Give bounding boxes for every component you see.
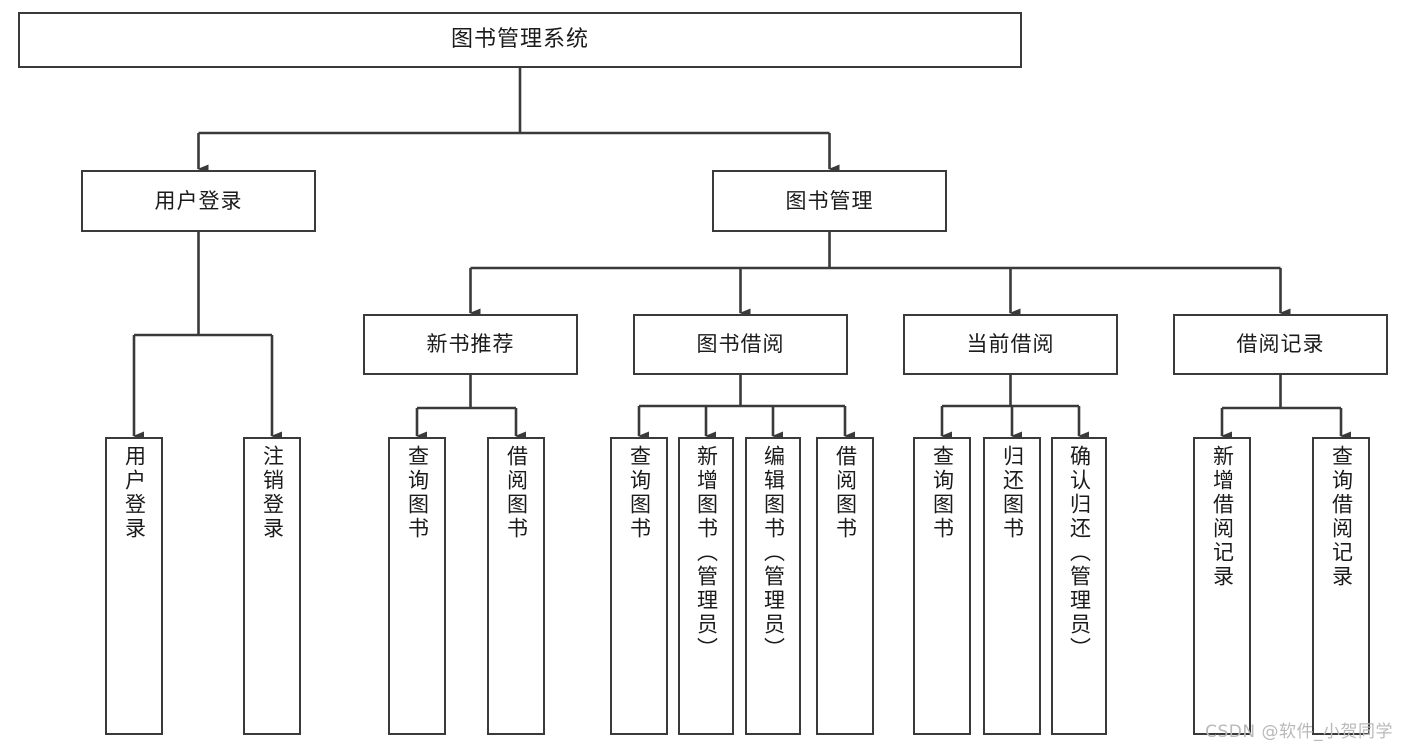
node-label: 确认归还（管理员） (1067, 445, 1092, 661)
node-current-borrow[interactable]: 当前借阅 (903, 314, 1118, 375)
csdn-watermark: CSDN @软件_小贺同学 (1205, 722, 1393, 742)
node-leaf-borrow-1[interactable]: 借阅图书 (487, 437, 545, 735)
node-leaf-add-book[interactable]: 新增图书（管理员） (678, 437, 734, 735)
node-label: 编辑图书（管理员） (761, 445, 786, 661)
node-leaf-query-rec[interactable]: 查询借阅记录 (1312, 437, 1370, 735)
node-leaf-query-2[interactable]: 查询图书 (610, 437, 668, 735)
node-borrow-record[interactable]: 借阅记录 (1173, 314, 1388, 375)
node-label: 注销登录 (260, 445, 285, 541)
node-label: 新增借阅记录 (1210, 445, 1235, 589)
node-label: 查询图书 (627, 445, 652, 541)
node-leaf-return[interactable]: 归还图书 (983, 437, 1041, 735)
node-label: 借阅图书 (504, 445, 529, 541)
node-label: 用户登录 (154, 188, 243, 213)
node-new-book-rec[interactable]: 新书推荐 (363, 314, 578, 375)
node-label: 查询图书 (405, 445, 430, 541)
node-label: 用户登录 (122, 445, 147, 541)
node-user-login[interactable]: 用户登录 (81, 170, 316, 232)
node-leaf-confirm[interactable]: 确认归还（管理员） (1051, 437, 1107, 735)
node-label: 归还图书 (1000, 445, 1025, 541)
node-label: 图书管理 (785, 188, 874, 213)
node-book-borrow[interactable]: 图书借阅 (633, 314, 848, 375)
node-leaf-query-1[interactable]: 查询图书 (388, 437, 446, 735)
node-leaf-logout[interactable]: 注销登录 (243, 437, 301, 735)
node-leaf-edit-book[interactable]: 编辑图书（管理员） (745, 437, 801, 735)
node-leaf-borrow-2[interactable]: 借阅图书 (816, 437, 874, 735)
node-book-manage[interactable]: 图书管理 (712, 170, 947, 232)
node-label: 查询借阅记录 (1329, 445, 1354, 589)
node-leaf-add-rec[interactable]: 新增借阅记录 (1193, 437, 1251, 735)
node-label: 借阅记录 (1236, 332, 1325, 357)
node-label: 新增图书（管理员） (694, 445, 719, 661)
node-label: 图书管理系统 (450, 27, 589, 53)
node-leaf-login[interactable]: 用户登录 (105, 437, 163, 735)
node-root[interactable]: 图书管理系统 (18, 12, 1022, 68)
node-label: 借阅图书 (833, 445, 858, 541)
node-label: 当前借阅 (966, 332, 1055, 357)
node-label: 查询图书 (930, 445, 955, 541)
node-leaf-query-3[interactable]: 查询图书 (913, 437, 971, 735)
node-label: 图书借阅 (696, 332, 785, 357)
node-label: 新书推荐 (426, 332, 515, 357)
